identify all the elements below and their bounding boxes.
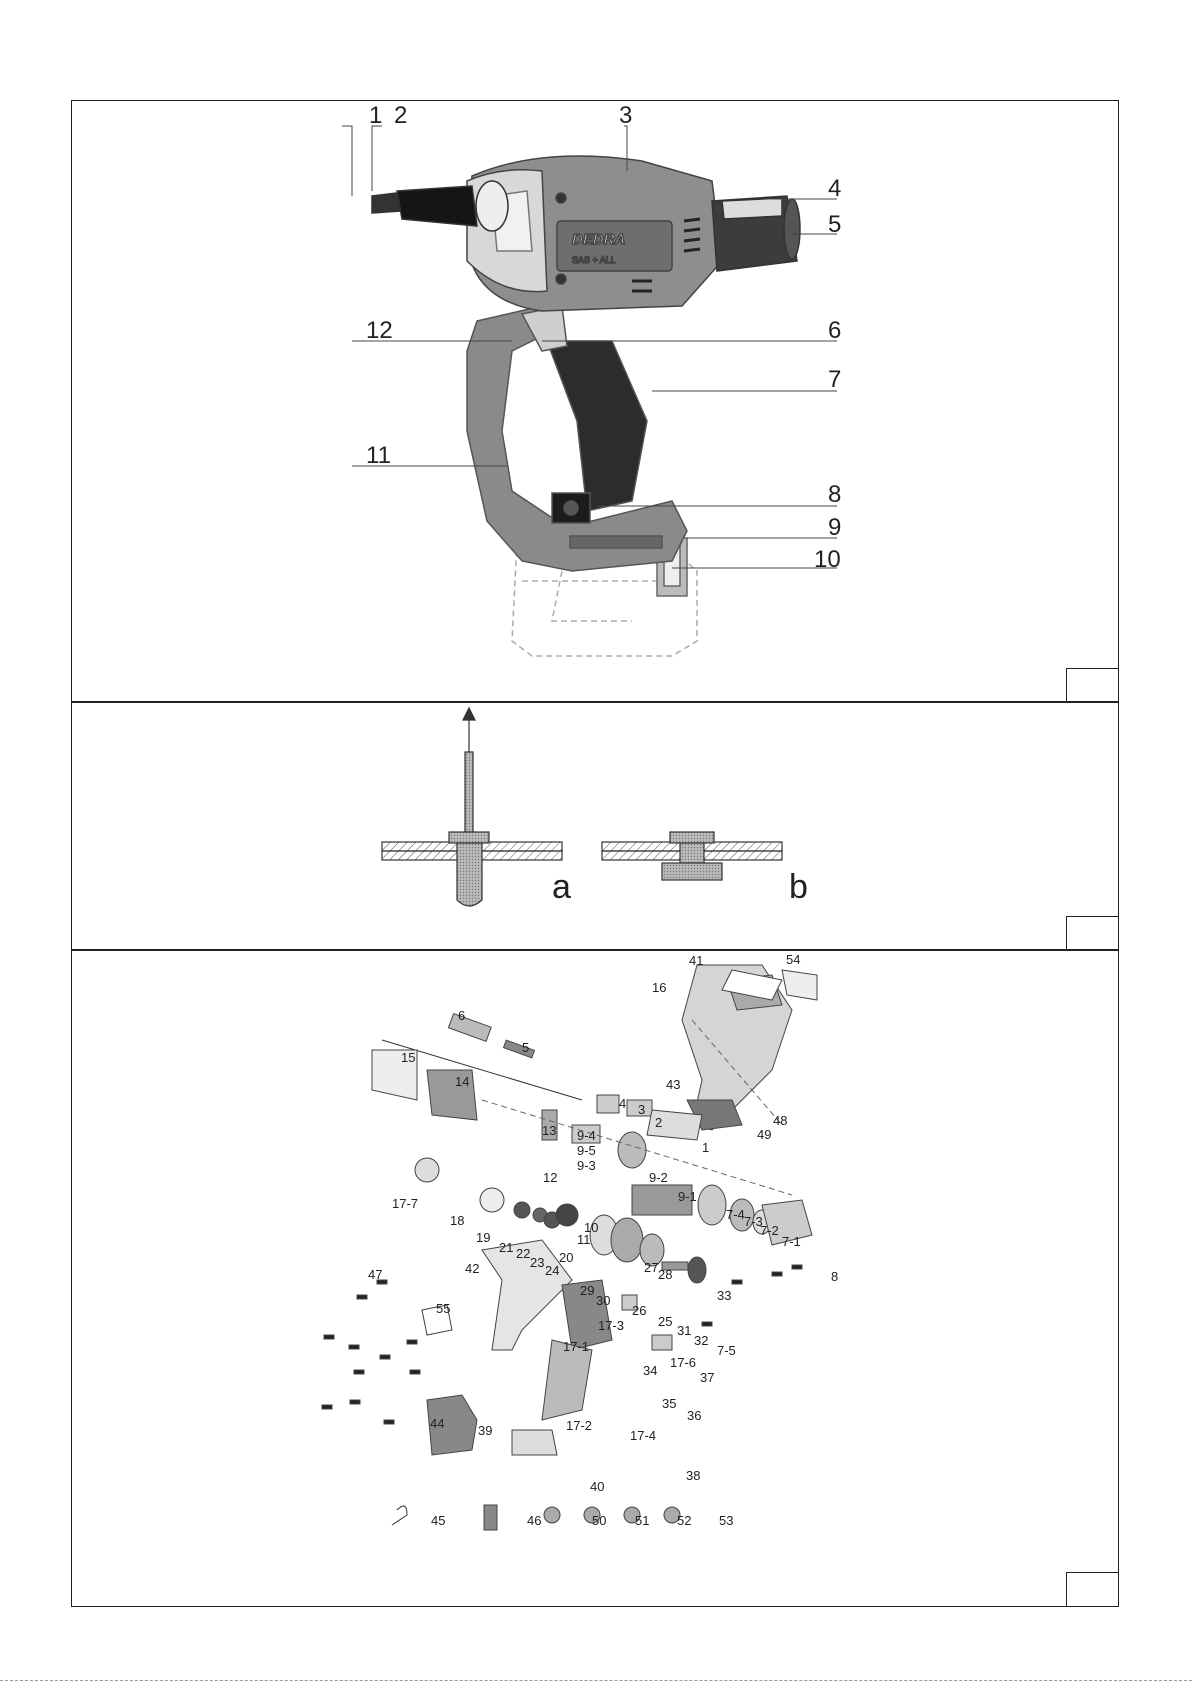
part-17-6: 17-6 <box>670 1355 696 1370</box>
part-9-2: 9-2 <box>649 1170 668 1185</box>
part-6: 6 <box>458 1008 465 1023</box>
callout-5: 5 <box>828 211 841 238</box>
part-55: 55 <box>436 1301 450 1316</box>
part-17-3: 17-3 <box>598 1318 624 1333</box>
part-22: 22 <box>516 1246 530 1261</box>
callout-6: 6 <box>828 317 841 344</box>
callout-11: 11 <box>366 442 391 469</box>
handle-frame <box>467 306 687 571</box>
part-30: 30 <box>596 1293 610 1308</box>
part-17-1: 17-1 <box>563 1339 589 1354</box>
part-27: 27 <box>644 1260 658 1275</box>
figure-1-panel: DEDRA SAS + ALL <box>71 100 1119 703</box>
part-44: 44 <box>430 1416 444 1431</box>
callout-1: 1 <box>369 102 382 129</box>
part-20: 20 <box>559 1250 573 1265</box>
part-51: 51 <box>635 1513 649 1528</box>
part-47: 47 <box>368 1267 382 1282</box>
part-23: 23 <box>530 1255 544 1270</box>
rivet-gun-illustration: DEDRA SAS + ALL <box>72 101 1120 704</box>
callout-9: 9 <box>828 514 841 541</box>
part-40: 40 <box>590 1479 604 1494</box>
callout-3: 3 <box>619 102 632 129</box>
figure-3-panel: 41 54 16 6 5 15 14 4 3 2 43 48 49 1 13 9… <box>71 949 1119 1607</box>
part-26: 26 <box>632 1303 646 1318</box>
part-54: 54 <box>786 952 800 967</box>
part-52: 52 <box>677 1513 691 1528</box>
part-15: 15 <box>401 1050 415 1065</box>
nosepiece <box>372 181 508 231</box>
part-39: 39 <box>478 1423 492 1438</box>
label-54 <box>782 970 817 1000</box>
part-41: 41 <box>689 953 703 968</box>
part-2: 2 <box>655 1115 662 1130</box>
callout-10: 10 <box>814 546 841 573</box>
callout-12: 12 <box>366 317 393 344</box>
part-50: 50 <box>592 1513 606 1528</box>
part-32: 32 <box>694 1333 708 1348</box>
part-17-7: 17-7 <box>392 1196 418 1211</box>
figure-number-box <box>1066 668 1118 702</box>
part-36: 36 <box>687 1408 701 1423</box>
motor-housing: DEDRA SAS + ALL <box>467 156 722 311</box>
part-18: 18 <box>450 1213 464 1228</box>
part-34: 34 <box>643 1363 657 1378</box>
part-37: 37 <box>700 1370 714 1385</box>
part-33: 33 <box>717 1288 731 1303</box>
figure-number-box <box>1066 1572 1118 1606</box>
part-7-5: 7-5 <box>717 1343 736 1358</box>
part-1: 1 <box>702 1140 709 1155</box>
part-31: 31 <box>677 1323 691 1338</box>
part-21: 21 <box>499 1240 513 1255</box>
part-3: 3 <box>638 1102 645 1117</box>
rear-collector <box>712 196 800 271</box>
part-9-5: 9-5 <box>577 1143 596 1158</box>
part-45: 45 <box>431 1513 445 1528</box>
sas-all-badge: SAS + ALL <box>572 255 616 265</box>
part-42: 42 <box>465 1261 479 1276</box>
part-7-2: 7-2 <box>760 1223 779 1238</box>
part-28: 28 <box>658 1267 672 1282</box>
part-12: 12 <box>543 1170 557 1185</box>
label-b: b <box>789 868 808 906</box>
part-19: 19 <box>476 1230 490 1245</box>
part-14: 14 <box>455 1074 469 1089</box>
exploded-parts-diagram: 41 54 16 6 5 15 14 4 3 2 43 48 49 1 13 9… <box>72 950 1120 1608</box>
part-35: 35 <box>662 1396 676 1411</box>
part-16: 16 <box>652 980 666 995</box>
part-43: 43 <box>666 1077 680 1092</box>
rivet-before <box>382 708 562 906</box>
part-17-2: 17-2 <box>566 1418 592 1433</box>
part-24: 24 <box>545 1263 559 1278</box>
figure-number-box <box>1066 916 1118 950</box>
part-13: 13 <box>542 1123 556 1138</box>
part-46: 46 <box>527 1513 541 1528</box>
label-a: a <box>552 868 571 906</box>
callout-2: 2 <box>394 102 407 129</box>
part-53: 53 <box>719 1513 733 1528</box>
brand-text: DEDRA <box>572 231 625 248</box>
part-9-3: 9-3 <box>577 1158 596 1173</box>
part-7-4: 7-4 <box>726 1207 745 1222</box>
part-9-4: 9-4 <box>577 1128 596 1143</box>
page-bottom-edge <box>0 1680 1192 1686</box>
callout-7: 7 <box>828 366 841 393</box>
rivet-diagram: a b <box>72 702 1120 952</box>
callout-4: 4 <box>828 175 841 202</box>
part-7-1: 7-1 <box>782 1234 801 1249</box>
part-48: 48 <box>773 1113 787 1128</box>
callout-8: 8 <box>828 481 841 508</box>
figure-2-panel: a b <box>71 701 1119 951</box>
part-9-1: 9-1 <box>678 1189 697 1204</box>
part-11: 11 <box>577 1232 591 1247</box>
part-17-4: 17-4 <box>630 1428 656 1443</box>
part-49: 49 <box>757 1127 771 1142</box>
part-29: 29 <box>580 1283 594 1298</box>
part-5: 5 <box>522 1040 529 1055</box>
part-25: 25 <box>658 1314 672 1329</box>
rivet-after <box>602 832 782 880</box>
part-38: 38 <box>686 1468 700 1483</box>
part-8: 8 <box>831 1269 838 1284</box>
part-4: 4 <box>619 1096 626 1111</box>
